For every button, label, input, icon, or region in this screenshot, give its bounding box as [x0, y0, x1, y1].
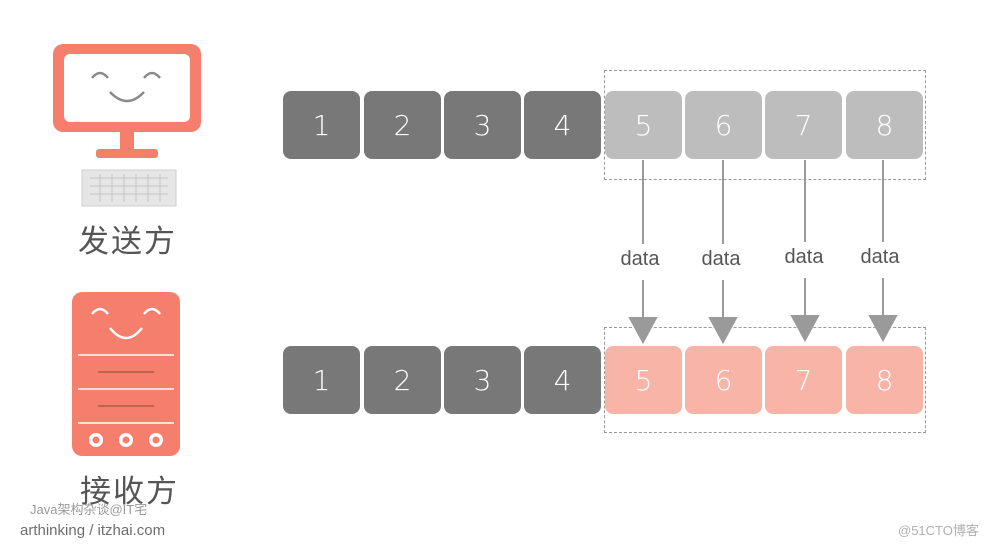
arrow-head	[790, 315, 820, 343]
data-label: data	[620, 248, 660, 270]
arrow-head	[868, 315, 898, 343]
receiver-window-packet: 7	[765, 346, 842, 414]
watermark-corner: @51CTO博客	[898, 523, 979, 538]
watermark-author: Java架构杂谈@IT宅	[30, 502, 148, 517]
sender-packet: 1	[283, 91, 360, 159]
sender-window-packet: 5	[605, 91, 682, 159]
sender-window-packet: 6	[685, 91, 762, 159]
monitor-icon	[53, 44, 201, 207]
receiver-packet: 4	[524, 346, 601, 414]
receiver-window-packet: 5	[605, 346, 682, 414]
receiver-packet: 3	[444, 346, 521, 414]
sender-packet: 4	[524, 91, 601, 159]
sender-sliding-window	[604, 70, 926, 180]
receiver-window-packet: 8	[846, 346, 923, 414]
receiver-label: 接收方	[80, 474, 179, 510]
data-label: data	[701, 248, 741, 270]
sender-packet: 2	[364, 91, 441, 159]
server-icon	[72, 292, 180, 456]
receiver-sliding-window	[604, 327, 926, 433]
data-label: data	[784, 246, 824, 268]
receiver-packet: 2	[364, 346, 441, 414]
data-label: data	[860, 246, 900, 268]
sender-window-packet: 8	[846, 91, 923, 159]
sender-window-packet: 7	[765, 91, 842, 159]
watermark-site: arthinking / itzhai.com	[20, 522, 166, 539]
receiver-packet: 1	[283, 346, 360, 414]
arrow-head	[628, 317, 658, 345]
sender-packet: 3	[444, 91, 521, 159]
receiver-window-packet: 6	[685, 346, 762, 414]
sender-label: 发送方	[78, 224, 177, 260]
arrow-head	[708, 317, 738, 345]
